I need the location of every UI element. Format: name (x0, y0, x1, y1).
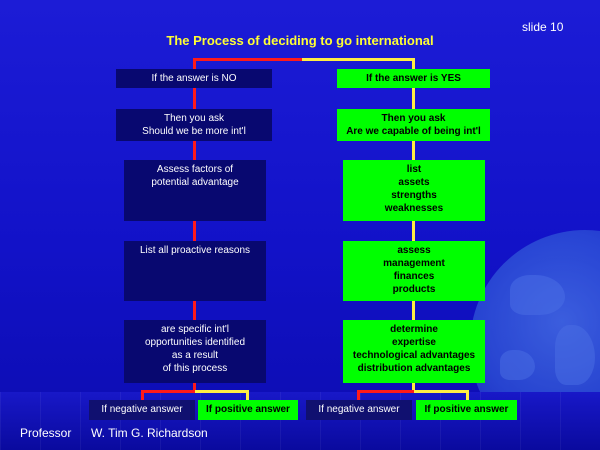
yes-step-list-line-3: strengths (391, 190, 437, 201)
yes-answer-header: If the answer is YES (337, 69, 490, 88)
yes-step-ask-box: Then you ask Are we capable of being int… (337, 109, 490, 141)
connector-no-1 (193, 88, 196, 109)
no-step-assess-line-2: potential advantage (151, 177, 239, 188)
connector-no-drop (193, 58, 196, 69)
connector-yes-5 (412, 383, 415, 392)
no-step-ask-box: Then you ask Should we be more int'l (116, 109, 272, 141)
yes-step-list-line-1: list (406, 164, 422, 175)
no-answer-header-label: If the answer is NO (151, 73, 237, 84)
no-step-assess-box: Assess factors of potential advantage (124, 160, 266, 221)
yes-answer-header-label: If the answer is YES (366, 73, 461, 84)
connector-no-3 (193, 221, 196, 241)
yes-step-list-box: list assets strengths weaknesses (343, 160, 485, 221)
no-answer-header: If the answer is NO (116, 69, 272, 88)
yes-step-det-line-4: distribution advantages (357, 363, 471, 374)
no-step-opp-line-3: as a result (171, 350, 219, 361)
connector-no-branch-right-drop (246, 390, 249, 400)
yes-step-ask-line-2: Are we capable of being int'l (346, 126, 481, 137)
footer-author-name: W. Tim G. Richardson (91, 426, 208, 440)
no-step-opportunities-box: are specific int'l opportunities identif… (124, 320, 266, 383)
yes-outcome-negative: If negative answer (306, 400, 412, 420)
no-step-assess-line-1: Assess factors of (156, 164, 234, 175)
no-step-ask-line-2: Should we be more int'l (142, 126, 246, 137)
yes-step-assess-line-3: finances (393, 271, 435, 282)
connector-no-branch-left (142, 390, 195, 393)
connector-no-top-horizontal (194, 58, 302, 61)
yes-step-list-line-4: weaknesses (384, 203, 444, 214)
yes-outcome-positive: If positive answer (416, 400, 517, 420)
connector-no-5 (193, 383, 196, 392)
no-step-ask-line-1: Then you ask (163, 113, 225, 124)
connector-yes-2 (412, 141, 415, 160)
yes-step-assess-line-1: assess (397, 245, 431, 256)
yes-step-determine-box: determine expertise technological advant… (343, 320, 485, 383)
no-step-opp-line-4: of this process (162, 363, 228, 374)
yes-step-det-line-2: expertise (392, 337, 436, 348)
slide-title: The Process of deciding to go internatio… (166, 33, 434, 48)
no-step-reasons-line-1: List all proactive reasons (139, 245, 251, 256)
connector-yes-4 (412, 301, 415, 320)
yes-step-assess-box: assess management finances products (343, 241, 485, 301)
connector-yes-branch-right (414, 390, 468, 393)
yes-step-assess-line-2: management (383, 258, 445, 269)
no-step-opp-line-1: are specific int'l (160, 324, 230, 335)
no-step-reasons-box: List all proactive reasons (124, 241, 266, 301)
yes-step-det-line-3: technological advantages (352, 350, 476, 361)
no-outcome-negative: If negative answer (89, 400, 195, 420)
yes-step-list-line-2: assets (398, 177, 430, 188)
connector-no-2 (193, 141, 196, 160)
slide-number: slide 10 (522, 20, 564, 34)
connector-no-branch-left-drop (141, 390, 144, 400)
connector-yes-drop (412, 58, 415, 69)
connector-yes-branch-left-drop (357, 390, 360, 400)
connector-yes-branch-right-drop (466, 390, 469, 400)
no-outcome-positive: If positive answer (198, 400, 298, 420)
yes-step-assess-line-4: products (392, 284, 436, 295)
connector-no-4 (193, 301, 196, 320)
connector-yes-top-horizontal (302, 58, 414, 61)
connector-yes-1 (412, 88, 415, 109)
no-step-opp-line-2: opportunities identified (144, 337, 246, 348)
connector-no-branch-right (195, 390, 248, 393)
connector-yes-3 (412, 221, 415, 241)
footer-professor-label: Professor (20, 426, 72, 440)
connector-yes-branch-left (358, 390, 414, 393)
yes-step-det-line-1: determine (390, 324, 438, 335)
yes-step-ask-line-1: Then you ask (381, 113, 446, 124)
